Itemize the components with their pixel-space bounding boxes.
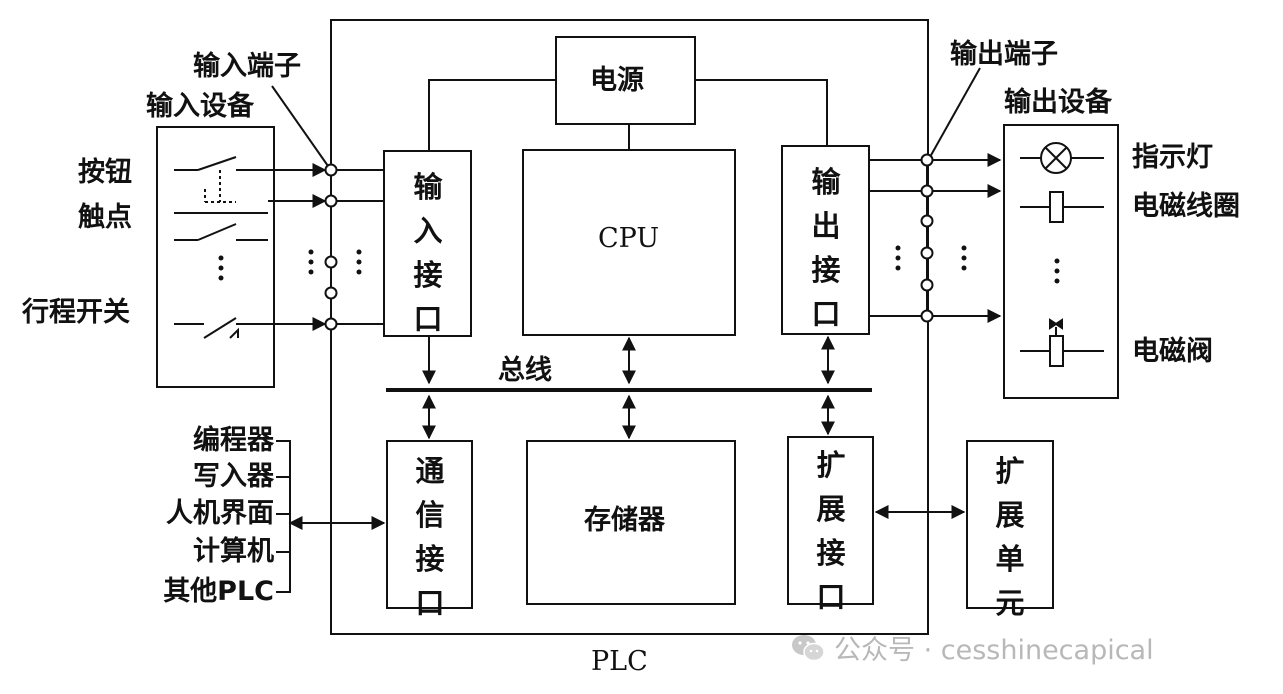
watermark: 公众号 · cesshinecapical	[790, 628, 1154, 670]
output-interface-box	[781, 145, 870, 335]
programmer-label: 编程器	[193, 425, 274, 456]
expansion-unit-label: 扩展单元	[995, 454, 1025, 620]
indicator-lamp-icon	[1020, 142, 1104, 174]
power-to-input-line	[428, 79, 556, 151]
output-device-label: 输出设备	[1004, 87, 1112, 118]
button-contact-label-2: 触点	[78, 202, 132, 233]
expansion-interface-label: 扩展接口	[816, 448, 846, 614]
solenoid-valve-icon	[1020, 318, 1104, 367]
travel-switch-label: 行程开关	[22, 297, 130, 328]
bus-label: 总线	[498, 355, 552, 386]
computer-label: 计算机	[193, 536, 274, 567]
memory-box	[526, 440, 736, 605]
expansion-interface-box	[787, 436, 874, 605]
output-device-box	[1003, 124, 1119, 399]
plc-label: PLC	[591, 646, 648, 677]
wechat-icon	[790, 633, 826, 670]
input-interface-box	[383, 150, 472, 337]
power-label: 电源	[590, 65, 644, 96]
cpu-label: CPU	[598, 223, 660, 254]
output-terminal-label: 输出端子	[950, 39, 1058, 70]
memory-label: 存储器	[584, 505, 665, 536]
button-contact-1-icon	[174, 156, 268, 203]
expansion-unit-box	[966, 440, 1054, 609]
input-interface-label: 输入接口	[413, 170, 443, 336]
indicator-lamp-label: 指示灯	[1132, 142, 1213, 173]
solenoid-coil-icon	[1020, 191, 1104, 223]
solenoid-valve-label: 电磁阀	[1132, 336, 1213, 367]
output-interface-label: 输出接口	[811, 165, 841, 331]
comm-device-bracket	[276, 440, 291, 593]
travel-switch-contact-icon	[174, 317, 268, 339]
button-contact-label-1: 按钮	[78, 157, 132, 188]
watermark-text: 公众号 · cesshinecapical	[834, 635, 1154, 666]
input-terminals	[324, 163, 338, 331]
other-plc-label: 其他PLC	[163, 576, 274, 607]
solenoid-coil-label: 电磁线圈	[1132, 191, 1240, 222]
input-terminal-label: 输入端子	[193, 51, 301, 82]
ellipsis-dots	[218, 245, 1060, 284]
writer-label: 写入器	[193, 461, 274, 492]
hmi-label: 人机界面	[166, 498, 274, 529]
power-to-output-line	[695, 79, 828, 146]
comm-interface-box	[386, 440, 473, 609]
comm-interface-label: 通信接口	[415, 454, 445, 620]
output-terminals	[920, 153, 934, 323]
input-device-box	[156, 126, 275, 388]
input-device-label: 输入设备	[146, 91, 254, 122]
button-contact-2-icon	[174, 212, 268, 241]
